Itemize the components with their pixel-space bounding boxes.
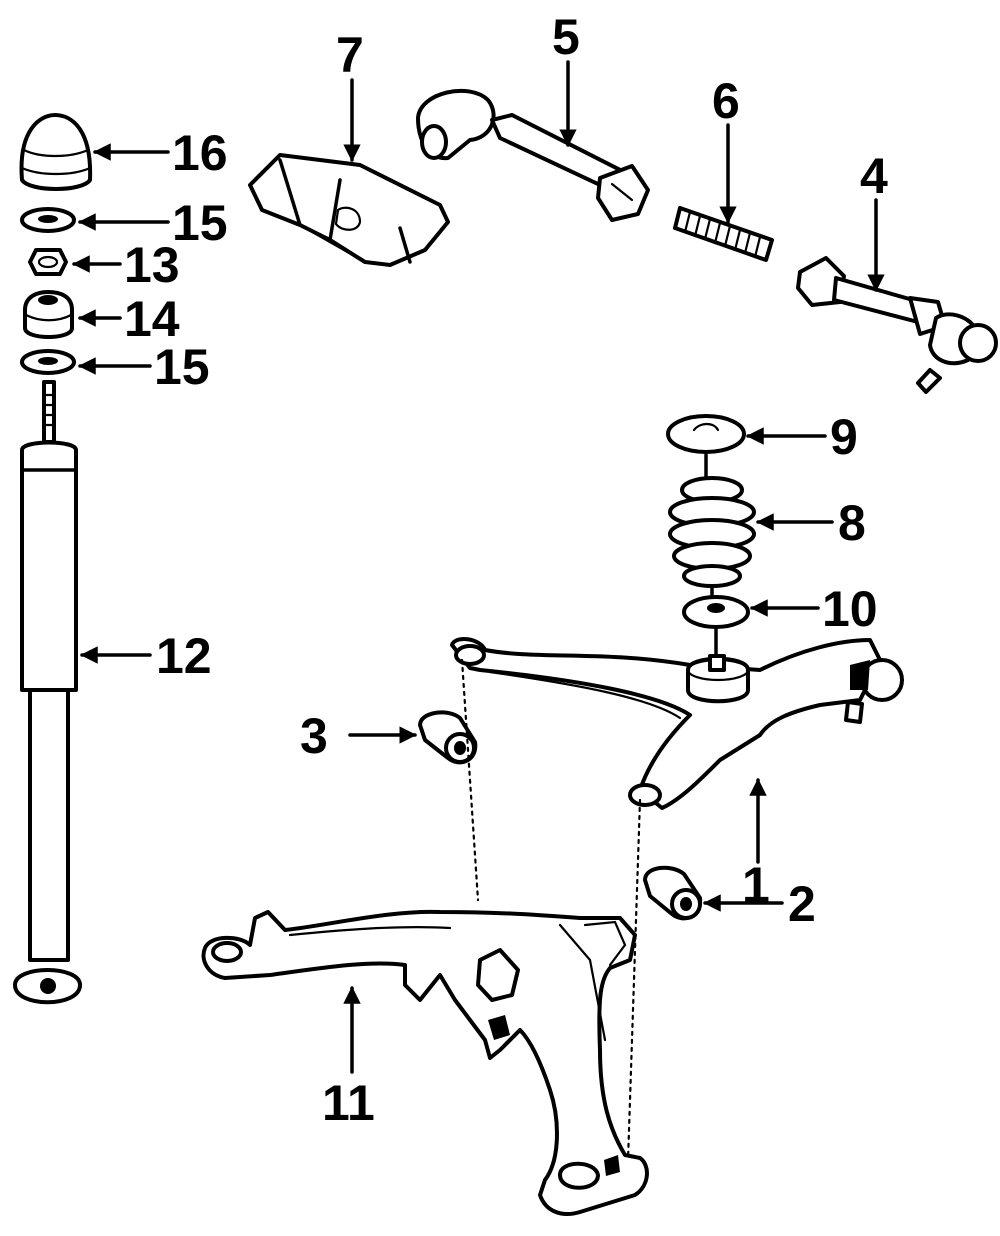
callout-4: 4	[860, 148, 888, 204]
alignment-lines	[460, 658, 642, 1162]
part-10-lower-seat	[682, 595, 750, 662]
callout-14: 14	[124, 291, 180, 347]
callout-13: 13	[124, 237, 180, 293]
part-12-shock-absorber	[13, 380, 82, 1005]
callout-11: 11	[322, 1075, 375, 1131]
part-1-control-arm	[450, 637, 904, 810]
callout-labels: 16 15 13 14 15 12 7 5 6 4 9 8 10 3 1 2 1…	[124, 9, 888, 1131]
part-16-bump-stop	[19, 113, 93, 191]
part-15-washer-top	[20, 207, 76, 233]
callout-15-lower: 15	[154, 339, 210, 395]
callout-15-top: 15	[172, 195, 228, 251]
callout-16: 16	[172, 125, 228, 181]
part-13-nut	[28, 248, 68, 276]
callout-12: 12	[156, 628, 212, 684]
part-3-bushing	[418, 710, 478, 765]
part-15-washer-lower	[20, 349, 76, 375]
callout-8: 8	[838, 495, 866, 551]
callout-10: 10	[822, 581, 878, 637]
callout-6: 6	[712, 73, 740, 129]
part-4-tie-link	[796, 256, 998, 394]
callout-7: 7	[336, 27, 364, 83]
part-11-subframe	[201, 909, 649, 1216]
callout-1: 1	[742, 857, 770, 913]
callout-5: 5	[552, 9, 580, 65]
part-6-stud	[673, 206, 774, 262]
callout-2: 2	[788, 876, 816, 932]
part-8-coil-spring	[668, 453, 756, 602]
part-7-bracket	[248, 153, 450, 267]
part-9-spring-seat	[666, 414, 746, 454]
leader-lines	[72, 60, 885, 1074]
callout-3: 3	[300, 708, 328, 764]
part-5-upper-link	[416, 88, 650, 222]
callout-9: 9	[830, 409, 858, 465]
part-2-bushing	[643, 865, 703, 921]
part-14-bushing	[23, 290, 74, 339]
